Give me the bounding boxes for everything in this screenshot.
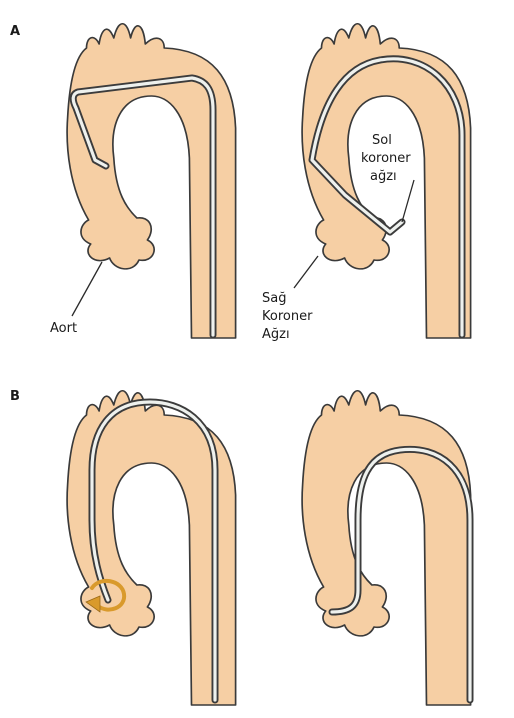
sag-koroner-label-line-2: Koroner (262, 309, 313, 324)
sag-koroner-leader-line (294, 256, 318, 288)
panel-label-b: B (10, 389, 20, 404)
aort-leader-line (72, 262, 102, 316)
sol-koroner-leader-line (402, 180, 414, 222)
aorta-b-right (302, 391, 470, 705)
panel-label-a: A (10, 24, 20, 39)
aort-label: Aort (50, 321, 77, 336)
sol-koroner-label-line-3: ağzı (370, 169, 397, 184)
sag-koroner-label-line-1: Sağ (262, 291, 286, 306)
sol-koroner-label-line-2: koroner (361, 151, 411, 166)
sag-koroner-label-line-3: Ağzı (262, 327, 290, 342)
sol-koroner-label-line-1: Sol (372, 133, 392, 148)
